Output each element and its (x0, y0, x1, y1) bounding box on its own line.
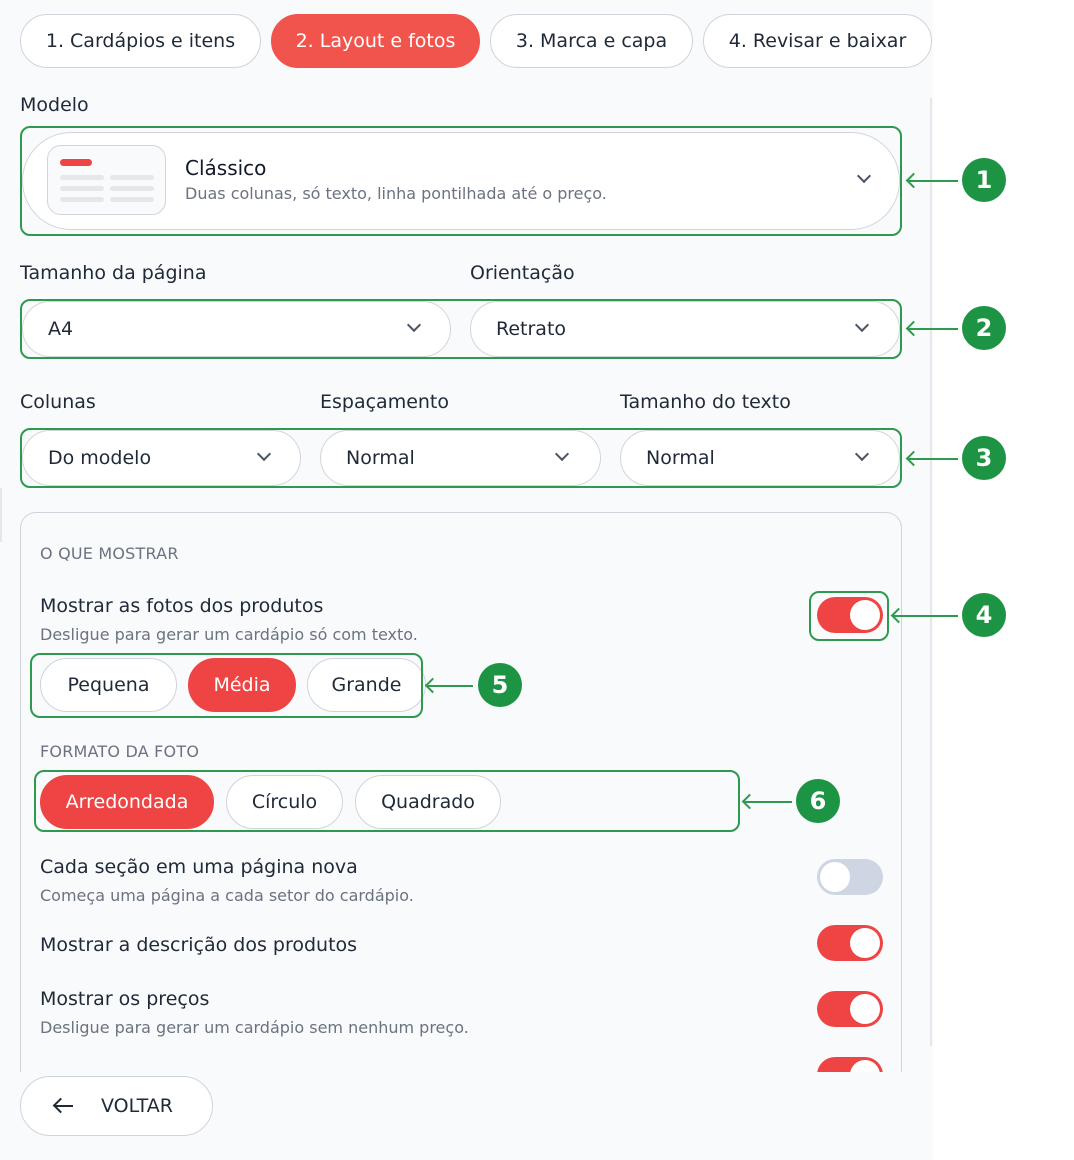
model-description: Duas colunas, só texto, linha pontilhada… (185, 184, 607, 203)
photos-desc: Desligue para gerar um cardápio só com t… (40, 625, 418, 644)
annotation-box-4 (809, 591, 889, 641)
page-size-label: Tamanho da página (20, 262, 207, 284)
columns-select[interactable]: Do modelo (22, 430, 301, 486)
columns-value: Do modelo (48, 447, 152, 469)
annotation-badge-1: 1 (962, 158, 1006, 202)
next-option-toggle[interactable] (817, 1057, 883, 1072)
page-size-value: A4 (48, 318, 74, 340)
prices-toggle[interactable] (817, 991, 883, 1027)
annotation-badge-2: 2 (962, 306, 1006, 350)
spacing-label: Espaçamento (320, 391, 450, 413)
back-button-label: VOLTAR (101, 1095, 173, 1117)
annotation-arrow-3 (908, 458, 958, 460)
tab-layout-fotos[interactable]: 2. Layout e fotos (271, 14, 480, 68)
annotation-box-6 (34, 770, 740, 832)
photo-format-arredondada[interactable]: Arredondada (40, 775, 214, 829)
annotation-badge-3: 3 (962, 436, 1006, 480)
annotation-box-1 (20, 126, 902, 236)
arrow-left-icon (55, 1105, 73, 1107)
photo-size-pequena[interactable]: Pequena (40, 658, 177, 712)
text-size-label: Tamanho do texto (620, 391, 791, 413)
photos-title: Mostrar as fotos dos produtos (40, 595, 324, 617)
text-size-value: Normal (646, 447, 715, 469)
orientation-label: Orientação (470, 262, 575, 284)
model-select[interactable]: Clássico Duas colunas, só texto, linha p… (22, 132, 900, 230)
annotation-badge-5: 5 (478, 663, 522, 707)
spacing-value: Normal (346, 447, 415, 469)
spacing-select[interactable]: Normal (320, 430, 601, 486)
annotation-arrow-2 (908, 328, 958, 330)
annotation-arrow-5 (427, 685, 473, 687)
photo-format-circulo[interactable]: Círculo (226, 775, 343, 829)
tab-marca-capa[interactable]: 3. Marca e capa (490, 14, 693, 68)
show-section-heading: O QUE MOSTRAR (40, 544, 179, 563)
annotation-arrow-4 (893, 615, 958, 617)
text-size-select[interactable]: Normal (620, 430, 900, 486)
model-title: Clássico (185, 156, 267, 180)
photos-toggle[interactable] (817, 597, 883, 633)
new-page-toggle[interactable] (817, 859, 883, 895)
new-page-title: Cada seção em uma página nova (40, 856, 358, 878)
modelo-label: Modelo (20, 94, 89, 116)
photo-size-grande[interactable]: Grande (307, 658, 426, 712)
back-button[interactable]: VOLTAR (20, 1076, 213, 1136)
orientation-select[interactable]: Retrato (470, 301, 900, 357)
tab-revisar-baixar[interactable]: 4. Revisar e baixar (703, 14, 932, 68)
annotation-badge-6: 6 (796, 779, 840, 823)
photo-format-quadrado[interactable]: Quadrado (355, 775, 501, 829)
annotation-box-2 (20, 299, 902, 359)
prices-desc: Desligue para gerar um cardápio sem nenh… (40, 1018, 469, 1037)
panel-edge-mark (0, 488, 2, 542)
annotation-arrow-1 (908, 180, 958, 182)
prices-title: Mostrar os preços (40, 988, 210, 1010)
show-options-card: O QUE MOSTRAR Mostrar as fotos dos produ… (20, 512, 902, 1072)
model-thumbnail (47, 145, 166, 215)
annotation-box-5 (30, 653, 423, 718)
panel-divider (930, 98, 932, 1046)
photo-format-heading: FORMATO DA FOTO (40, 742, 200, 761)
photo-size-media[interactable]: Média (188, 658, 296, 712)
descriptions-toggle[interactable] (817, 925, 883, 961)
columns-label: Colunas (20, 391, 96, 413)
annotation-box-3 (20, 428, 902, 488)
new-page-desc: Começa uma página a cada setor do cardáp… (40, 886, 414, 905)
annotation-badge-4: 4 (962, 593, 1006, 637)
tab-cardapios-itens[interactable]: 1. Cardápios e itens (20, 14, 261, 68)
descriptions-title: Mostrar a descrição dos produtos (40, 934, 358, 956)
orientation-value: Retrato (496, 318, 567, 340)
page-size-select[interactable]: A4 (22, 301, 451, 357)
annotation-arrow-6 (744, 801, 792, 803)
